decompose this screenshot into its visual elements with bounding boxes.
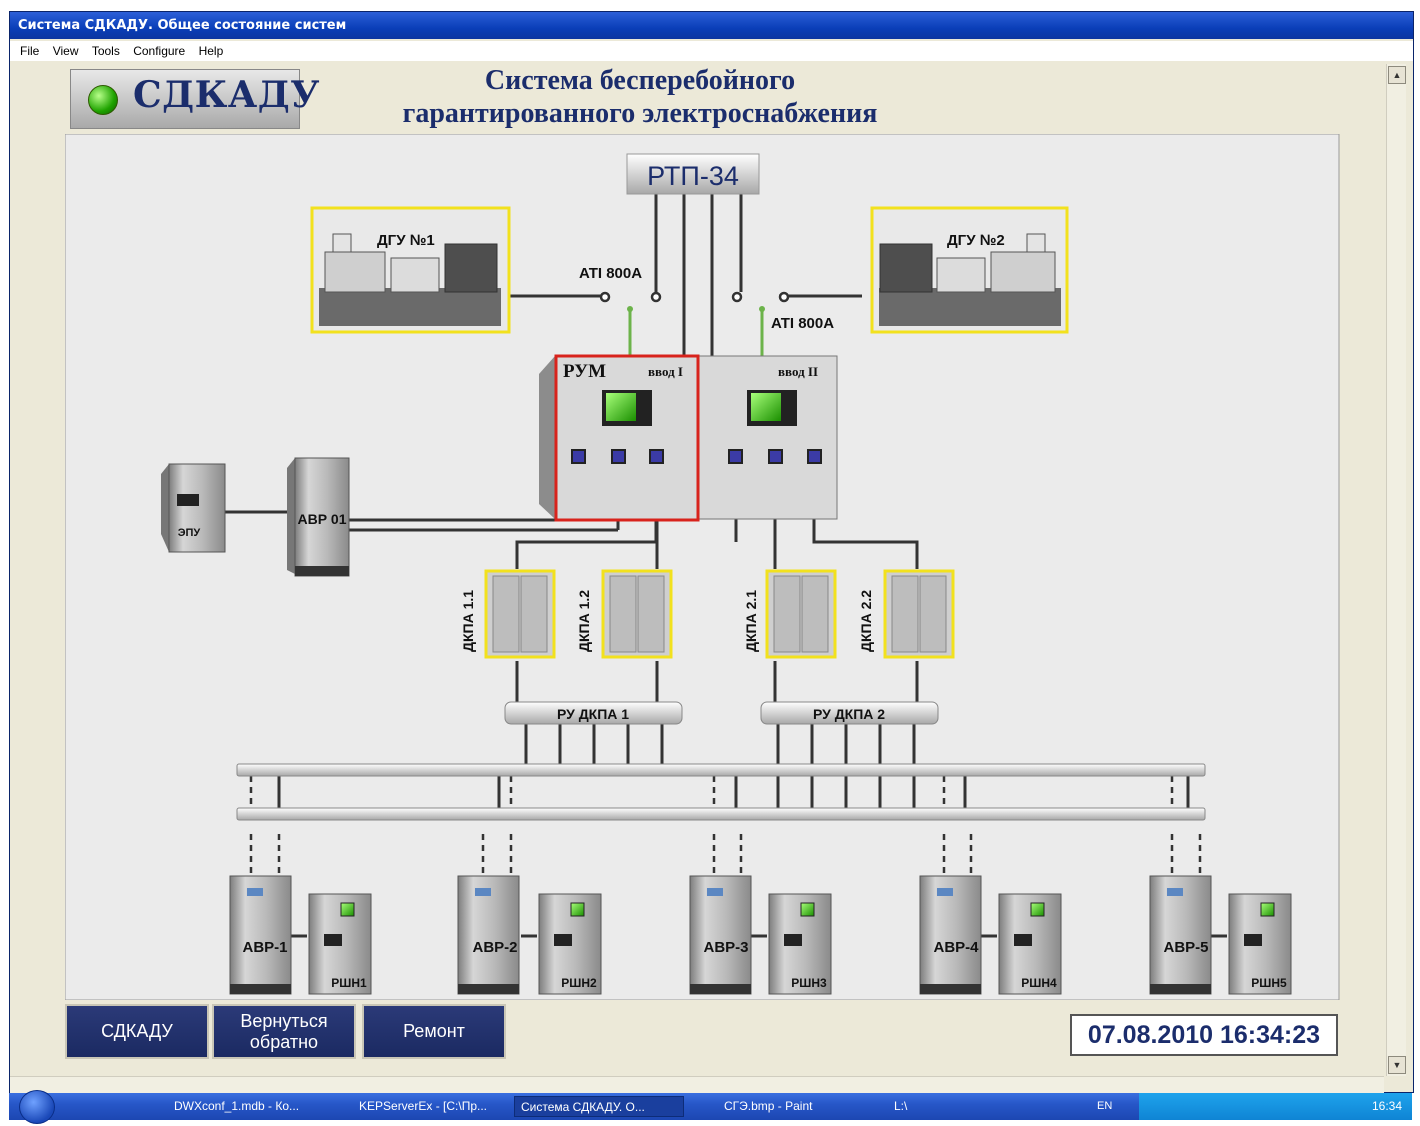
dgu-2[interactable]: ДГУ №2 [870, 206, 1069, 334]
avr-group-5[interactable]: АВР-5 РШН5 [1149, 875, 1292, 995]
horizontal-scrollbar[interactable] [10, 1076, 1384, 1093]
dgu-1[interactable]: ДГУ №1 [310, 206, 511, 334]
menu-file[interactable]: File [20, 44, 40, 58]
page-title: Система бесперебойного гарантированного … [370, 64, 910, 130]
avr-3-label: АВР-3 [703, 939, 748, 956]
avr-group-3[interactable]: АВР-3 РШН3 [689, 875, 832, 995]
epu-cabinet[interactable]: ЭПУ [161, 463, 226, 553]
avr-4-label: АВР-4 [933, 939, 979, 956]
menu-configure[interactable]: Configure [133, 44, 186, 58]
ati-label-2: ATI 800A [771, 315, 834, 332]
menu-help[interactable]: Help [198, 44, 224, 58]
app-window: Система СДКАДУ. Общее состояние систем F… [9, 11, 1414, 1093]
window-titlebar[interactable]: Система СДКАДУ. Общее состояние систем [10, 12, 1413, 39]
dkpa-2-1[interactable]: ДКПА 2.1 [743, 569, 837, 659]
taskbar-item-kepserver[interactable]: KEPServerEx - [C:\Пр... [359, 1099, 487, 1113]
bus-1 [236, 763, 1206, 777]
avr-group-4[interactable]: АВР-4 РШН4 [919, 875, 1062, 995]
rum-label: РУМ [563, 361, 606, 382]
datetime-display: 07.08.2010 16:34:23 [1070, 1014, 1338, 1056]
ati-label-1: ATI 800A [579, 265, 642, 282]
bus-2 [236, 807, 1206, 821]
rtp-box[interactable] [626, 153, 760, 195]
feeder-dashes [249, 776, 1202, 876]
control-lines [628, 309, 764, 356]
taskbar-item-paint[interactable]: СГЭ.bmp - Paint [724, 1099, 813, 1113]
avr-group-2[interactable]: АВР-2 РШН2 [457, 875, 602, 995]
menu-tools[interactable]: Tools [91, 44, 120, 58]
dgu1-label: ДГУ №1 [377, 232, 435, 249]
dkpa-1-2-label: ДКПА 1.2 [576, 590, 592, 652]
epu-label: ЭПУ [178, 527, 201, 539]
vvod1-label: ввод I [648, 364, 683, 379]
dkpa-2-2[interactable]: ДКПА 2.2 [858, 569, 955, 659]
taskbar-item-dwxconf[interactable]: DWXconf_1.mdb - Ко... [174, 1099, 300, 1113]
tray-clock: 16:34 [1371, 1099, 1402, 1113]
ru-dkpa-1[interactable] [504, 701, 683, 725]
back-button[interactable]: Вернуться обратно [212, 1004, 356, 1059]
scroll-down-icon[interactable]: ▼ [1388, 1056, 1406, 1074]
diagram-frame [65, 134, 1340, 1000]
back-button-line1: Вернуться [240, 1010, 328, 1031]
avr01-label: АВР 01 [297, 511, 346, 527]
menu-view[interactable]: View [52, 44, 79, 58]
taskbar-item-sdkadu[interactable]: Система СДКАДУ. О... [514, 1096, 684, 1117]
dkpa-2-2-label: ДКПА 2.2 [858, 590, 874, 652]
rsh-1-label: РШН1 [331, 976, 367, 990]
logo-panel: СДКАДУ [70, 69, 319, 129]
avr-1-label: АВР-1 [242, 939, 287, 956]
rsh-4-label: РШН4 [1021, 976, 1057, 990]
avr-5-label: АВР-5 [1163, 939, 1208, 956]
dkpa-2-1-label: ДКПА 2.1 [743, 590, 759, 652]
scroll-up-icon[interactable]: ▲ [1388, 66, 1406, 84]
language-indicator[interactable]: EN [1097, 1100, 1113, 1112]
rsh-2-label: РШН2 [561, 976, 597, 990]
avr-2-label: АВР-2 [472, 939, 517, 956]
sdkadu-button[interactable]: СДКАДУ [65, 1004, 209, 1059]
power-supply-diagram: ATI 800A ATI 800A РТП-34 ДГУ №1 [65, 134, 1340, 1000]
page-title-line1: Система бесперебойного [484, 65, 796, 96]
system-tray: 16:34 [1139, 1093, 1412, 1120]
dkpa-1-1[interactable]: ДКПА 1.1 [460, 569, 556, 659]
start-button[interactable] [19, 1090, 55, 1124]
rsh-5-label: РШН5 [1251, 976, 1287, 990]
repair-button[interactable]: Ремонт [362, 1004, 506, 1059]
ru-dkpa-2-label: РУ ДКПА 2 [813, 706, 885, 722]
back-button-line2: обратно [249, 1031, 319, 1052]
vertical-scrollbar[interactable]: ▲ ▼ [1386, 64, 1406, 1076]
rum-cabinet[interactable]: РУМ ввод I ввод II [539, 354, 838, 522]
status-indicator-icon [88, 85, 118, 115]
ru-dkpa-1-label: РУ ДКПА 1 [557, 706, 629, 722]
rsh-3-label: РШН3 [791, 976, 827, 990]
logo-text: СДКАДУ [133, 74, 320, 116]
vvod2-label: ввод II [778, 364, 818, 379]
page-title-line2: гарантированного электроснабжения [402, 98, 878, 129]
dgu2-label: ДГУ №2 [947, 232, 1005, 249]
menu-bar: File View Tools Configure Help [10, 41, 1413, 61]
ru-dkpa-2[interactable] [760, 701, 939, 725]
rtp-label: РТП-34 [647, 161, 739, 191]
scada-viewport: СДКАДУ Система бесперебойного гарантиров… [10, 64, 1384, 1076]
taskbar: DWXconf_1.mdb - Ко... KEPServerEx - [C:\… [9, 1090, 1412, 1124]
switch-contacts [599, 291, 790, 303]
avr-group-1[interactable]: АВР-1 РШН1 [229, 875, 372, 995]
dkpa-1-2[interactable]: ДКПА 1.2 [576, 569, 673, 659]
taskbar-item-drive[interactable]: L:\ [894, 1099, 908, 1113]
dkpa-1-1-label: ДКПА 1.1 [460, 590, 476, 652]
avr01-cabinet[interactable]: АВР 01 [287, 457, 350, 577]
